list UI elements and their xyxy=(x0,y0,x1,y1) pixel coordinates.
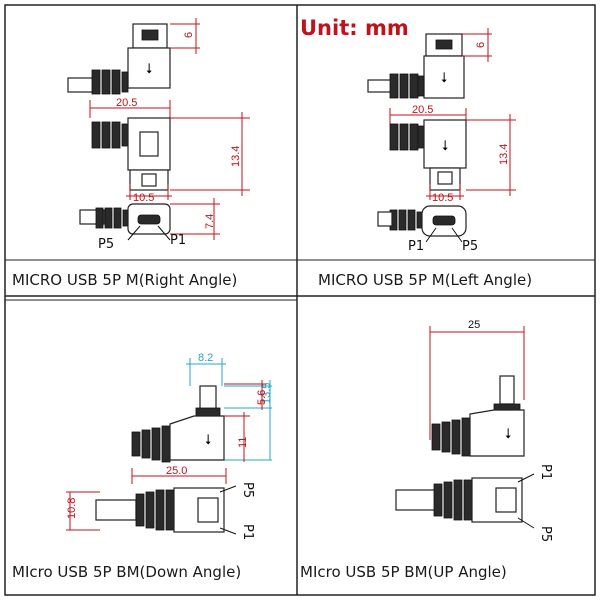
pin-label-left-p1: P1 xyxy=(408,239,424,254)
panel-up-angle: 25 ⭣ P1 P5 MIcro USB 5P BM(UP Angle) xyxy=(300,319,553,581)
dim-right-body-height: 13.4 xyxy=(230,146,242,167)
dim-down-width: 25.0 xyxy=(166,465,187,477)
pin-label-right-p5: P5 xyxy=(98,237,114,252)
dim-down-top-width: 8.2 xyxy=(198,352,213,364)
usb-logo-icon: ⭣ xyxy=(205,432,212,448)
usb-logo-icon: ⭣ xyxy=(441,70,448,86)
usb-logo-icon: ⭣ xyxy=(505,426,512,442)
dim-right-width: 20.5 xyxy=(116,97,137,109)
dim-right-tip-height: 7.4 xyxy=(204,214,216,229)
pin-label-up-p1: P1 xyxy=(538,464,553,480)
usb-logo-icon: ⭣ xyxy=(442,138,449,154)
pin-label-left-p5: P5 xyxy=(462,239,478,254)
dim-right-tip-width: 10.5 xyxy=(133,192,154,204)
panel-left-angle: ⭣ 6 20.5 ⭣ 13.4 xyxy=(318,28,532,289)
panel-right-angle: ⭣ 6 20.5 13.4 xyxy=(12,18,250,289)
dim-down-top-height: 5.6 xyxy=(256,390,268,405)
pin-label-right-p1: P1 xyxy=(170,233,186,248)
dim-up-width: 25 xyxy=(468,319,480,331)
pin-label-down-p1: P1 xyxy=(240,524,255,540)
dim-left-width: 20.5 xyxy=(412,104,433,116)
dim-left-tip-width: 10.5 xyxy=(432,192,453,204)
panel-down-angle: 8.2 13.5 ⭣ 5.6 11 25.0 10.8 xyxy=(12,352,273,581)
plug-body xyxy=(127,47,171,89)
pin-label-down-p5: P5 xyxy=(240,482,255,498)
caption-left-angle: MICRO USB 5P M(Left Angle) xyxy=(318,271,532,289)
caption-up-angle: MIcro USB 5P BM(UP Angle) xyxy=(300,563,507,581)
dim-right-top-height: 6 xyxy=(183,32,195,38)
dim-down-mid-height: 11 xyxy=(237,437,249,448)
unit-label: Unit: mm xyxy=(300,16,409,40)
caption-right-angle: MICRO USB 5P M(Right Angle) xyxy=(12,271,237,289)
dim-down-cable-height: 10.8 xyxy=(66,498,78,519)
dim-left-body-height: 13.4 xyxy=(498,144,510,165)
usb-logo-icon: ⭣ xyxy=(146,61,153,77)
pin-label-up-p5: P5 xyxy=(538,526,553,542)
caption-down-angle: MIcro USB 5P BM(Down Angle) xyxy=(12,563,241,581)
dim-left-top-height: 6 xyxy=(475,42,487,48)
dim-down-total-height: 13.5 xyxy=(261,383,273,404)
